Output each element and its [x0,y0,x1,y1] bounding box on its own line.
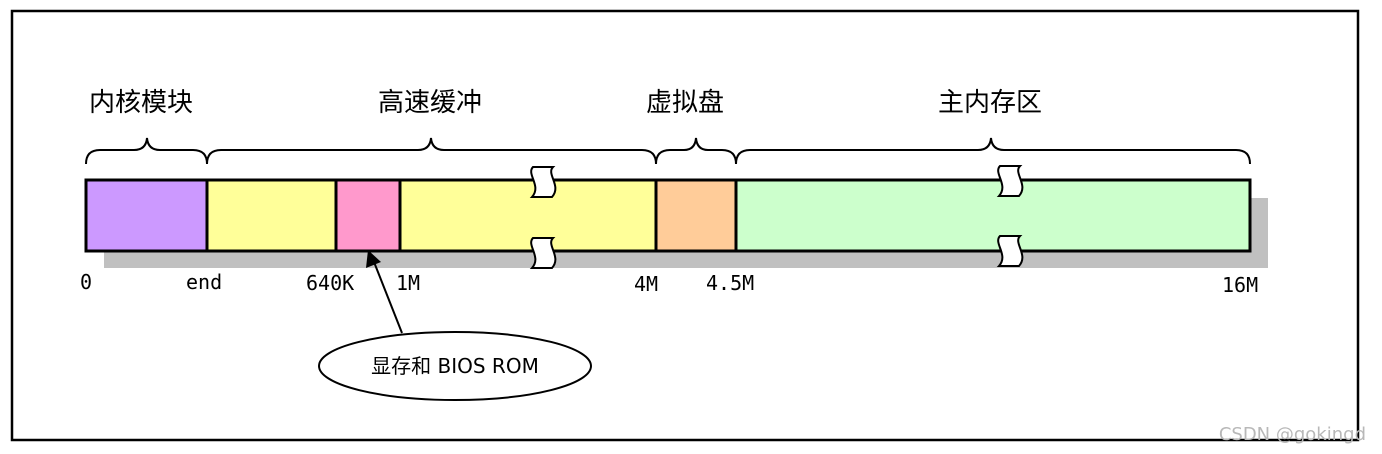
callout-text: 显存和 BIOS ROM [371,354,539,378]
break-mark-buffer-bottom [529,237,557,269]
break-mark-buffer-top [529,166,557,198]
addr-1m: 1M [396,271,420,295]
watermark: CSDN @gokingd [1219,424,1366,445]
brace-ramdisk [655,137,737,165]
label-kernel: 内核模块 [89,88,193,118]
addr-end: end [186,270,222,294]
break-mark-main-bottom [996,235,1024,267]
segment-buffer-low [205,178,338,253]
segment-ramdisk [654,178,738,253]
brace-main-memory [735,137,1251,165]
segment-main-memory [734,178,1252,253]
addr-0: 0 [80,270,92,294]
brace-kernel [85,137,208,165]
label-ramdisk: 虚拟盘 [646,88,724,118]
label-main-memory: 主内存区 [938,88,1042,118]
region-braces [85,137,1251,165]
addr-640k: 640K [306,271,354,295]
segment-buffer-high [398,178,658,253]
memory-bar [84,178,1252,253]
addr-16m: 16M [1222,273,1258,297]
segment-kernel [84,178,209,253]
segment-bios-rom [334,178,402,253]
callout-ellipse [318,331,592,401]
brace-buffer [206,137,657,165]
addr-4m: 4M [634,272,658,296]
break-mark-main-top [996,165,1024,197]
label-buffer: 高速缓冲 [378,88,482,118]
callout-arrowhead [366,250,381,268]
addr-4-5m: 4.5M [706,271,754,295]
callout-arrow-line [373,261,403,334]
break-marks [529,165,1024,269]
